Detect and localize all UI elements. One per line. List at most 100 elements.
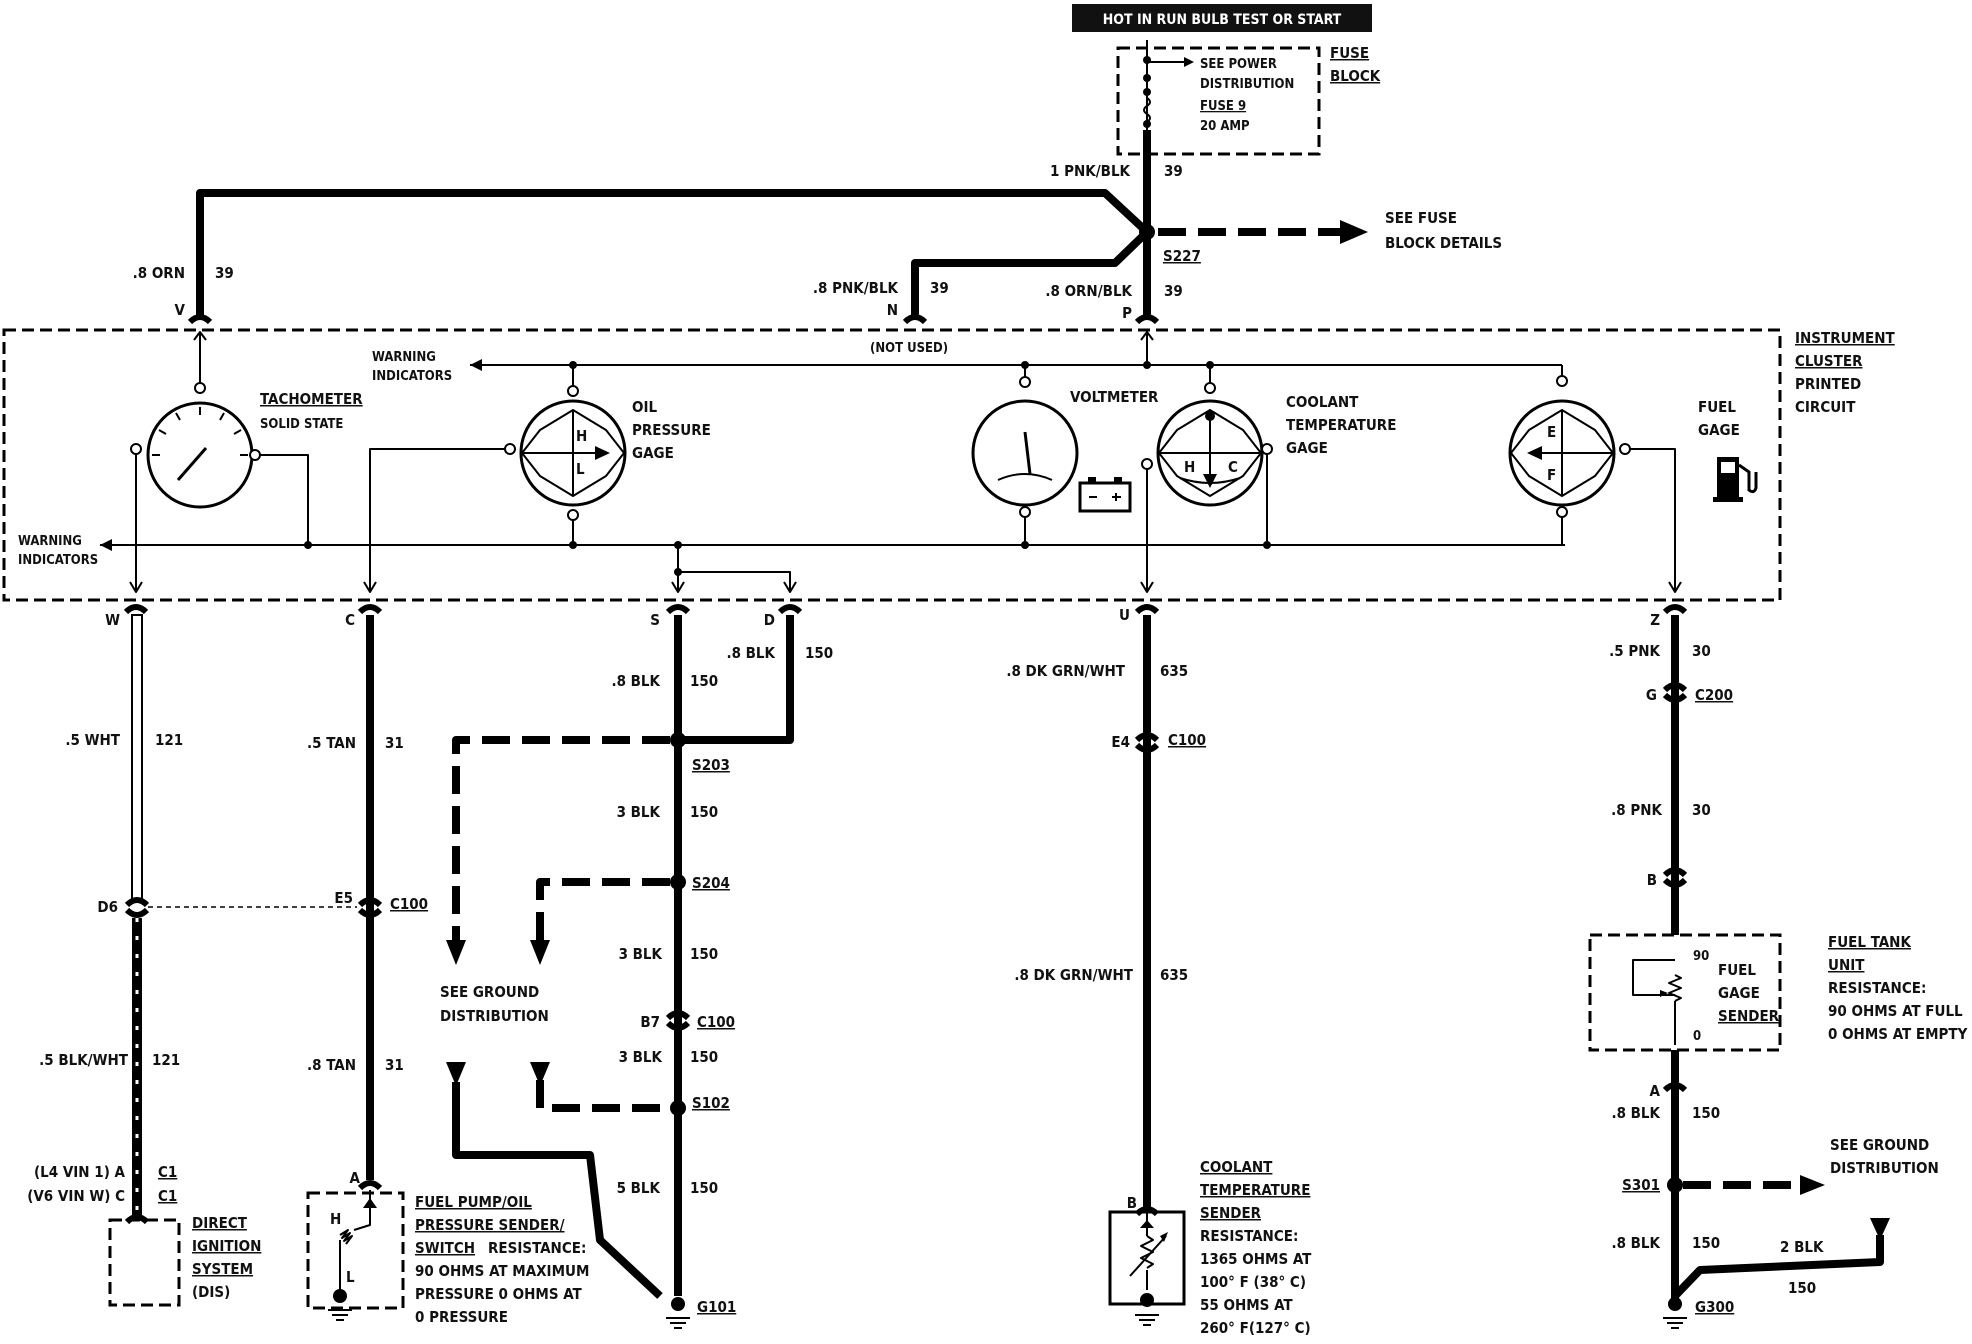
label-splices-s102: S102 <box>692 1094 730 1112</box>
pin-connectors <box>123 604 1688 615</box>
distribution-label: DISTRIBUTION <box>1200 77 1294 92</box>
label-connectors-a-fuel: A <box>1650 1082 1661 1100</box>
label-pins-top-n: N <box>887 301 898 319</box>
label-fuel-unit-body-1: 90 OHMS AT FULL <box>1828 1002 1963 1020</box>
label-pins-bottom-z: Z <box>1650 611 1660 629</box>
label-splices-s204: S204 <box>692 874 730 892</box>
label-pump-title-1: PRESSURE SENDER/ <box>415 1216 565 1234</box>
wire-w <box>124 614 150 1218</box>
label-pump-title-0: FUEL PUMP/OIL <box>415 1193 532 1211</box>
label-cluster-title-1: CLUSTER <box>1795 352 1863 370</box>
label-splice-s227: S227 <box>1163 247 1201 265</box>
fuel-tank-unit-box <box>1588 933 1782 1052</box>
label-wires-bottom-z2: .8 PNK <box>1611 801 1662 819</box>
label-pump-h: H <box>330 1210 341 1228</box>
label-wires-bottom-u1: .8 DK GRN/WHT <box>1006 662 1125 680</box>
label-wires-bottom-z3: .8 BLK <box>1611 1104 1660 1122</box>
label-connectors-e5: E5 <box>334 889 353 907</box>
label-ground-dist2: DISTRIBUTION <box>440 1007 549 1025</box>
label-wires-bottom-s4c: 150 <box>690 1048 718 1066</box>
fuel-sender-symbol: 90 0 <box>1632 949 1709 1045</box>
coolant-sender-symbol <box>1129 1212 1168 1326</box>
label-ground-dist1: SEE GROUND <box>440 983 539 1001</box>
banner: HOT IN RUN BULB TEST OR START <box>1072 4 1372 32</box>
label-grounds-g300: G300 <box>1695 1298 1734 1316</box>
label-fuel-unit-v90: 90 <box>1693 949 1709 964</box>
label-cluster-volt: VOLTMETER <box>1070 388 1159 406</box>
label-wires-bottom-s1: .8 BLK <box>611 672 660 690</box>
label-fuel-unit-title-0: FUEL TANK <box>1828 933 1911 951</box>
label-cluster-oil-0: OIL <box>632 398 657 416</box>
label-cool-sender-body-2: 100° F (38° C) <box>1200 1273 1306 1291</box>
ground-g300-icon <box>1663 1297 1687 1329</box>
fuse-block: SEE POWER DISTRIBUTION FUSE 9 20 AMP FUS… <box>1116 40 1381 156</box>
label-wires-top-pnk-blk-n: .8 PNK/BLK <box>813 279 899 297</box>
label-cluster-coolant-1: TEMPERATURE <box>1286 416 1396 434</box>
oil-pressure-sender-box <box>306 1191 405 1310</box>
label-wires-bottom-s5c: 150 <box>690 1179 718 1197</box>
label-ground-dist3: SEE GROUND <box>1830 1136 1929 1154</box>
label-cluster-fuel-e: E <box>1547 423 1556 441</box>
label-dis-3: (DIS) <box>192 1283 230 1301</box>
label-pump-l: L <box>346 1268 355 1286</box>
label-wires-bottom-z4: .8 BLK <box>1611 1234 1660 1252</box>
label-connectors-g: G <box>1646 686 1657 704</box>
label-cluster-coolant-2: GAGE <box>1286 439 1328 457</box>
fuel-gage-sender-label: FUEL GAGE SENDER <box>1718 961 1780 1025</box>
tachometer-gauge-icon <box>130 382 261 509</box>
pump-sender-label: FUEL PUMP/OIL PRESSURE SENDER/ SWITCH RE… <box>415 1193 589 1326</box>
label-fuel-unit-body-0: RESISTANCE: <box>1828 979 1926 997</box>
label-connectors-vin1: (L4 VIN 1) A <box>34 1163 126 1181</box>
label-wires-bottom-s1c: 150 <box>690 672 718 690</box>
coolant-temperature-gauge-icon: H C <box>1141 382 1273 507</box>
cluster-title: INSTRUMENT CLUSTER PRINTED CIRCUIT <box>1795 329 1896 416</box>
label-cool-sender-title-1: TEMPERATURE <box>1200 1181 1310 1199</box>
label-wires-bottom-z4c: 150 <box>1692 1234 1720 1252</box>
label-wires-bottom-w1: .5 WHT <box>65 731 120 749</box>
label-fuel-unit-title-1: UNIT <box>1828 956 1865 974</box>
label-connectors-b7: B7 <box>640 1013 660 1031</box>
connector-n <box>902 314 928 325</box>
label-cluster-title-3: CIRCUIT <box>1795 398 1856 416</box>
label-wires-bottom-d1: .8 BLK <box>726 644 775 662</box>
label-fuel-unit-body-2: 0 OHMS AT EMPTY <box>1828 1025 1968 1043</box>
label-connectors-c1a: C1 <box>158 1163 177 1181</box>
label-ground-dist4: DISTRIBUTION <box>1830 1159 1939 1177</box>
label-cluster-oil-2: GAGE <box>632 444 674 462</box>
label-wires-bottom-z1c: 30 <box>1692 642 1711 660</box>
label-banner: HOT IN RUN BULB TEST OR START <box>1103 12 1342 28</box>
label-cluster-title-2: PRINTED <box>1795 375 1861 393</box>
instrument-cluster-box <box>2 328 1782 602</box>
label-cluster-warning1: WARNING <box>372 350 436 365</box>
label-wires-bottom-u2: .8 DK GRN/WHT <box>1014 966 1133 984</box>
label-cool-sender-title-0: COOLANT <box>1200 1158 1273 1176</box>
label-wires-top-orn-left: .8 ORN <box>133 264 185 282</box>
label-wires-top-c39d: 39 <box>1164 282 1183 300</box>
label-wires-top-c39a: 39 <box>1164 162 1183 180</box>
label-fuel-unit-sender-2: SENDER <box>1718 1007 1780 1025</box>
label-splices-s301: S301 <box>1622 1176 1660 1194</box>
label-wires-bottom-w2: .5 BLK/WHT <box>39 1051 129 1069</box>
label-fuel-unit-sender-1: GAGE <box>1718 984 1760 1002</box>
label-cluster-fuel-f: F <box>1547 466 1556 484</box>
label-wires-bottom-s2c: 150 <box>690 803 718 821</box>
label-connectors-c100b: C100 <box>697 1013 735 1031</box>
label-wires-bottom-c2c: 31 <box>385 1056 404 1074</box>
label-cluster-oil-l: L <box>576 460 585 478</box>
fuse-block-title: FUSE <box>1330 44 1369 62</box>
connector-p <box>1134 314 1160 325</box>
fuel-gauge-icon: E F <box>1508 375 1631 518</box>
label-connectors-b-cool: B <box>1127 1194 1137 1212</box>
label-wires-bottom-z5: 2 BLK <box>1780 1238 1824 1256</box>
label-cluster-oil-1: PRESSURE <box>632 421 711 439</box>
oil-pressure-gauge-icon: H L <box>504 385 627 521</box>
label-fuse-details1: SEE FUSE <box>1385 209 1457 227</box>
label-pump-body-2: 0 PRESSURE <box>415 1308 508 1326</box>
fuse-rating: 20 AMP <box>1200 119 1250 134</box>
label-pins-bottom-d: D <box>764 611 775 629</box>
fuse-name: FUSE 9 <box>1200 99 1246 114</box>
label-pins-top-p: P <box>1122 304 1132 322</box>
connector-v <box>187 314 213 325</box>
label-wires-top-pnk-blk-1: 1 PNK/BLK <box>1050 162 1131 180</box>
label-cluster-cool-c: C <box>1228 458 1238 476</box>
